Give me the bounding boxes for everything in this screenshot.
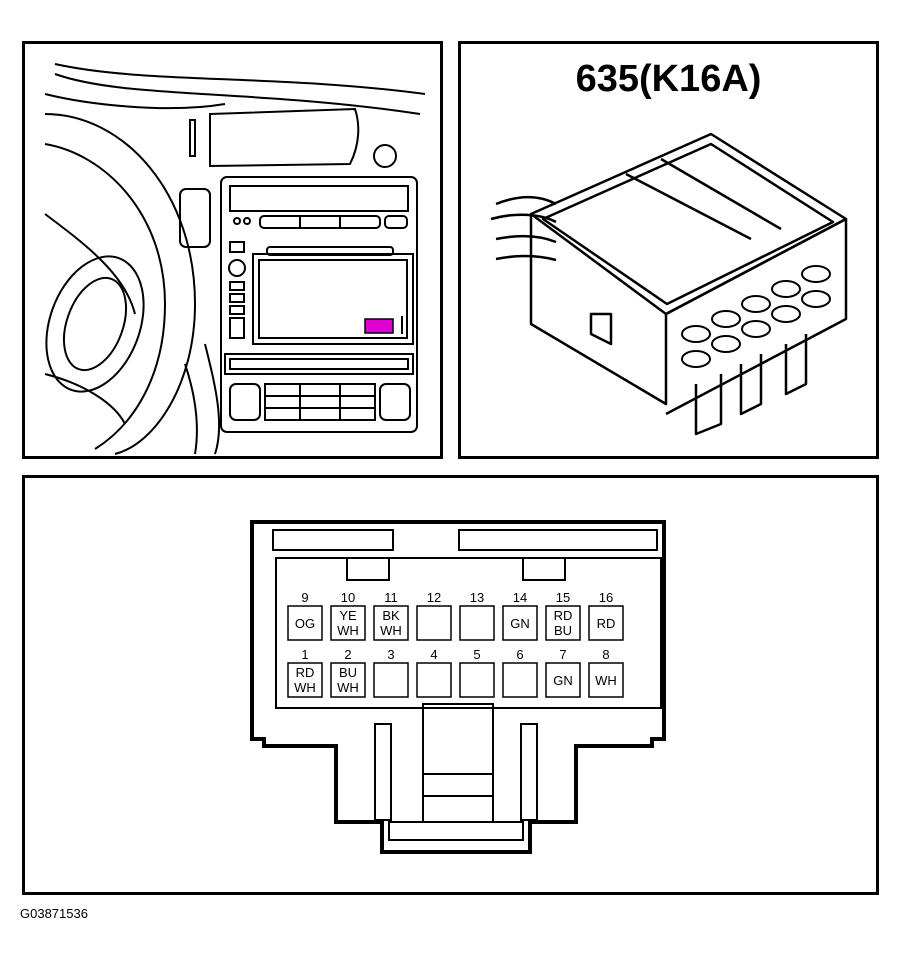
pin-number: 15	[556, 590, 570, 605]
wire-color-label: BK	[382, 608, 400, 623]
wire-color-label: RD	[554, 608, 573, 623]
wire-color-label: BU	[339, 665, 357, 680]
pin-number: 9	[301, 590, 308, 605]
pin-cavity	[588, 605, 624, 641]
pin-cavity	[545, 605, 581, 641]
pin-3: 3	[373, 647, 409, 698]
pin-cavity	[545, 662, 581, 698]
connector-title: 635(K16A)	[575, 58, 762, 100]
wire-color-label: WH	[595, 673, 617, 688]
pin-number: 6	[516, 647, 523, 662]
pin-cavity	[588, 662, 624, 698]
pin-number: 8	[602, 647, 609, 662]
wire-color-label: RD	[597, 616, 616, 631]
pin-cavity	[416, 605, 452, 641]
pin-cavity	[459, 605, 495, 641]
pin-number: 16	[599, 590, 613, 605]
pin-number: 3	[387, 647, 394, 662]
pin-number: 1	[301, 647, 308, 662]
wire-color-label: OG	[295, 616, 315, 631]
wire-color-label: WH	[294, 680, 316, 695]
pin-cavity	[459, 662, 495, 698]
wire-color-label: YE	[339, 608, 357, 623]
wire-color-label: WH	[337, 680, 359, 695]
pin-cavity	[502, 605, 538, 641]
pin-cavity	[373, 605, 409, 641]
pin-cavity	[287, 662, 323, 698]
pin-6: 6	[502, 647, 538, 698]
pin-number: 11	[384, 590, 398, 605]
pin-cavity	[373, 662, 409, 698]
pin-12: 12	[416, 590, 452, 641]
pin-8: 8WH	[588, 647, 624, 698]
pin-9: 9OG	[287, 590, 323, 641]
pin-cavity	[287, 605, 323, 641]
connector-view-panel: 635(K16A)	[458, 41, 879, 459]
wire-color-label: WH	[380, 623, 402, 638]
dashboard-illustration	[44, 63, 426, 455]
pin-number: 5	[473, 647, 480, 662]
connector-illustration	[490, 132, 848, 436]
pin-number: 10	[341, 590, 355, 605]
pin-cavity	[502, 662, 538, 698]
pin-4: 4	[416, 647, 452, 698]
wire-color-label: RD	[296, 665, 315, 680]
figure-id: G03871536	[20, 906, 88, 921]
pin-cavity	[330, 662, 366, 698]
connector-location-marker	[364, 318, 394, 334]
pin-number: 12	[427, 590, 441, 605]
pin-13: 13	[459, 590, 495, 641]
pin-cavity	[330, 605, 366, 641]
wire-color-label: GN	[553, 673, 573, 688]
location-view-panel	[22, 41, 443, 459]
pin-number: 7	[559, 647, 566, 662]
pin-number: 4	[430, 647, 437, 662]
pin-number: 13	[470, 590, 484, 605]
wire-color-label: WH	[337, 623, 359, 638]
pin-number: 2	[344, 647, 351, 662]
pin-5: 5	[459, 647, 495, 698]
wire-color-label: BU	[554, 623, 572, 638]
pin-number: 14	[513, 590, 527, 605]
wire-color-label: GN	[510, 616, 530, 631]
pin-cavity	[416, 662, 452, 698]
pin-7: 7GN	[545, 647, 581, 698]
